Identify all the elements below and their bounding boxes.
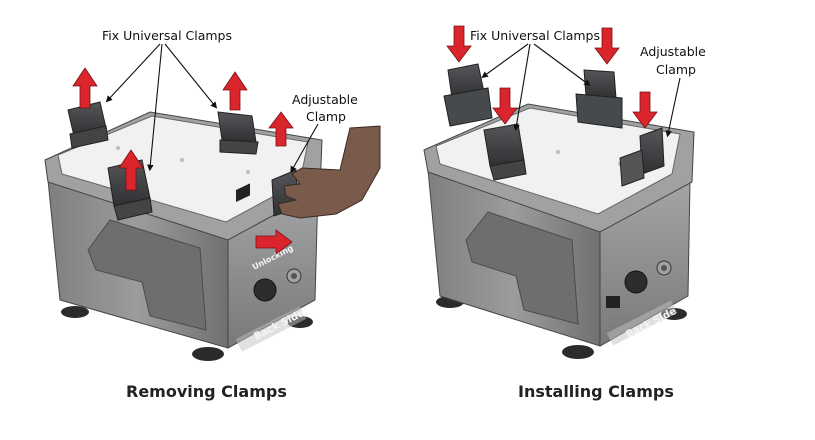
right-adjustable-label-line1: Adjustable [640,44,706,59]
arrow-down-icon [492,87,518,125]
left-callout-lines [105,43,319,173]
left-fix-clamps-label: Fix Universal Clamps [102,28,232,43]
left-clamp-back-left [67,101,109,149]
arrow-up-icon [118,149,144,191]
left-adjustable-label-line1: Adjustable [292,92,358,107]
arrow-right-icon [255,229,293,255]
hand-illustration [277,125,381,219]
right-caption: Installing Clamps [518,382,674,401]
right-red-arrows [446,25,658,129]
arrow-up-icon [268,111,294,147]
right-clamp-adjustable [619,127,665,187]
right-callout-lines [481,43,681,138]
left-device: Unlocking Back Side [44,101,381,361]
left-caption: Removing Clamps [126,382,287,401]
right-clamp-front [483,123,527,181]
arrow-down-icon [632,91,658,129]
right-clamp-back-left [443,63,493,127]
left-adjustable-label-line2: Clamp [306,109,346,124]
left-clamp-back-right [217,111,259,155]
right-adjustable-label-line2: Clamp [656,62,696,77]
arrow-up-icon [222,71,248,111]
arrow-down-icon [446,25,472,63]
arrow-up-icon [72,67,98,109]
left-red-arrows [72,67,294,255]
right-fix-clamps-label: Fix Universal Clamps [470,28,600,43]
arrow-down-icon [594,27,620,65]
right-clamp-back-right [575,69,623,129]
